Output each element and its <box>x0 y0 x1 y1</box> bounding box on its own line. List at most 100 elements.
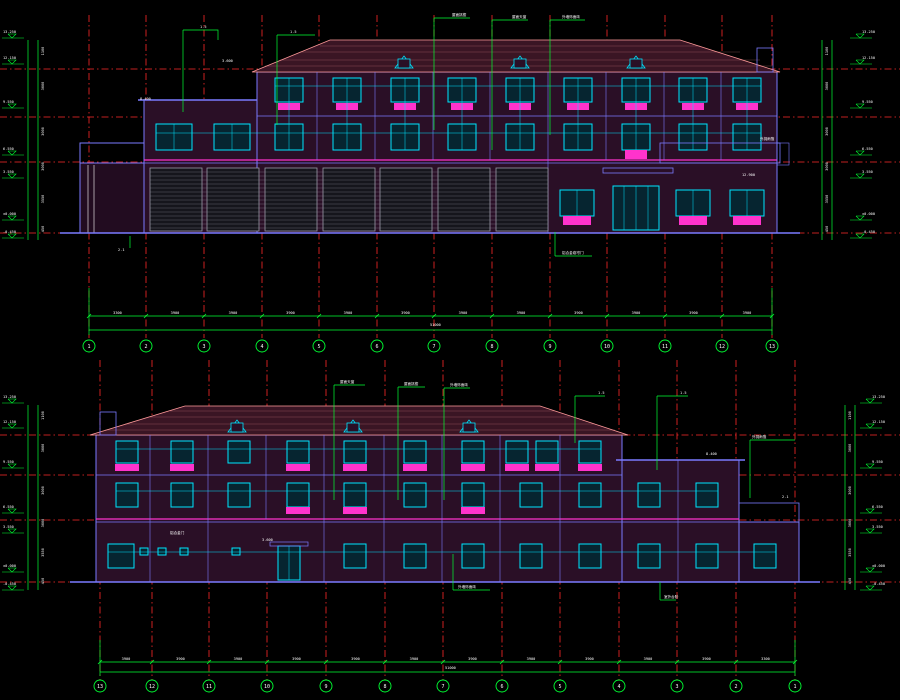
top-level-mark: 6.550 <box>3 147 14 151</box>
top-axis-label: 3 <box>202 344 205 350</box>
top-segment-dimension: 3900 <box>517 311 526 315</box>
bottom-level-mark: 3.550 <box>872 525 883 529</box>
bottom-segment-dimension: 3900 <box>410 657 419 661</box>
top-level-mark: 12.150 <box>862 56 875 60</box>
bottom-axis-bubble <box>260 679 274 693</box>
top-callout: 1.5 <box>200 25 207 29</box>
bottom-level-mark: 6.550 <box>872 505 883 509</box>
top-segment-dimension: 3900 <box>743 311 752 315</box>
top-dimension-tick <box>719 313 725 319</box>
bottom-dimension-tick <box>440 659 446 665</box>
bottom-axis-bubble <box>436 679 450 693</box>
bottom-segment-dimension: 3900 <box>644 657 653 661</box>
top-right-level-span: 3000 <box>825 127 829 136</box>
top-callout: 12.900 <box>742 173 755 177</box>
bottom-callout: 室外台阶 <box>664 594 679 599</box>
bottom-callout: 1.5 <box>598 391 605 395</box>
bottom-segment-dimension: 3900 <box>234 657 243 661</box>
bottom-axis-bubble <box>145 679 159 693</box>
top-axis-bubble <box>139 339 153 353</box>
top-left-level-span: 1100 <box>41 47 45 56</box>
bottom-axis-bubble <box>788 679 802 693</box>
top-axis-label: 12 <box>719 344 725 350</box>
bottom-level-mark: -0.450 <box>872 582 885 586</box>
top-axis-bubble <box>485 339 499 353</box>
top-segment-dimension: 3900 <box>229 311 238 315</box>
top-axis-label: 6 <box>375 344 378 350</box>
top-level-mark: 6.550 <box>862 147 873 151</box>
bottom-axis-bubble <box>495 679 509 693</box>
top-level-mark: -0.450 <box>862 230 875 234</box>
bottom-callout: 外墙饰面砖 <box>450 382 468 387</box>
bottom-callout: 铝合金门 <box>170 530 185 535</box>
bottom-segment-dimension: 3900 <box>527 657 536 661</box>
bottom-axis-label: 8 <box>383 684 386 690</box>
bottom-dimension-tick <box>616 659 622 665</box>
bottom-level-mark: ±0.000 <box>872 564 885 568</box>
bottom-axis-label: 7 <box>441 684 444 690</box>
top-dimension-tick <box>662 313 668 319</box>
bottom-dimension-tick <box>674 659 680 665</box>
bottom-segment-dimension: 3900 <box>176 657 185 661</box>
top-left-level-span: 3550 <box>41 195 45 204</box>
top-segment-dimension: 3900 <box>459 311 468 315</box>
top-axis-bubble <box>197 339 211 353</box>
bottom-callout: 屋面挑檐 <box>404 381 419 386</box>
bottom-right-level-span: 3000 <box>848 444 852 453</box>
bottom-axis-bubble <box>378 679 392 693</box>
bottom-dimension-tick <box>323 659 329 665</box>
top-axis-bubble <box>715 339 729 353</box>
bottom-dimension-tick <box>792 659 798 665</box>
top-right-level-span: 3000 <box>825 82 829 91</box>
bottom-left-level-span: 3550 <box>41 548 45 557</box>
top-dimension-tick <box>259 313 265 319</box>
bottom-axis-label: 13 <box>97 684 103 690</box>
top-axis-label: 10 <box>604 344 610 350</box>
top-axis-bubble <box>765 339 779 353</box>
top-callout: 1.5 <box>290 30 297 34</box>
bottom-dimension-tick <box>499 659 505 665</box>
dimension-lines <box>27 17 856 676</box>
top-axis-bubble <box>600 339 614 353</box>
bottom-left-level-span: 450 <box>41 578 45 585</box>
top-right-level-span: 3000 <box>825 162 829 171</box>
bottom-axis-label: 5 <box>558 684 561 690</box>
top-dimension-tick <box>547 313 553 319</box>
top-axis-bubble <box>658 339 672 353</box>
bottom-axis-label: 6 <box>500 684 503 690</box>
top-level-mark: 9.550 <box>3 100 14 104</box>
bottom-axis-bubble <box>93 679 107 693</box>
top-axis-label: 11 <box>662 344 668 350</box>
bottom-callout: 2.1 <box>782 495 789 499</box>
bottom-axis-label: 9 <box>324 684 327 690</box>
bottom-axis-label: 12 <box>149 684 155 690</box>
top-callout: 屋面挑檐 <box>452 12 467 17</box>
top-dimension-tick <box>201 313 207 319</box>
top-axis-label: 13 <box>769 344 775 350</box>
top-elevation-building <box>60 39 800 234</box>
top-segment-dimension: 3900 <box>632 311 641 315</box>
bottom-callout: 外挑雨篷 <box>752 434 767 439</box>
bottom-axis-bubble <box>202 679 216 693</box>
bottom-level-mark: ±0.000 <box>3 564 16 568</box>
bottom-dimension-tick <box>733 659 739 665</box>
bottom-callout: 3.600 <box>262 538 273 542</box>
bottom-callout: 屋面天窗 <box>340 379 355 384</box>
top-level-mark: 13.250 <box>862 30 875 34</box>
top-dimension-tick <box>86 313 92 319</box>
top-total-dimension: 51000 <box>430 323 441 327</box>
top-dimension-tick <box>604 313 610 319</box>
top-callout: 外挑雨篷 <box>760 136 775 141</box>
top-axis-label: 7 <box>432 344 435 350</box>
top-dimension-tick <box>489 313 495 319</box>
top-right-level-span: 1100 <box>825 47 829 56</box>
bottom-right-level-span: 1100 <box>848 411 852 420</box>
top-axis-bubble <box>543 339 557 353</box>
bottom-left-level-span: 3000 <box>41 444 45 453</box>
bottom-right-level-span: 450 <box>848 578 852 585</box>
bottom-left-level-span: 1100 <box>41 411 45 420</box>
bottom-segment-dimension: 3900 <box>585 657 594 661</box>
